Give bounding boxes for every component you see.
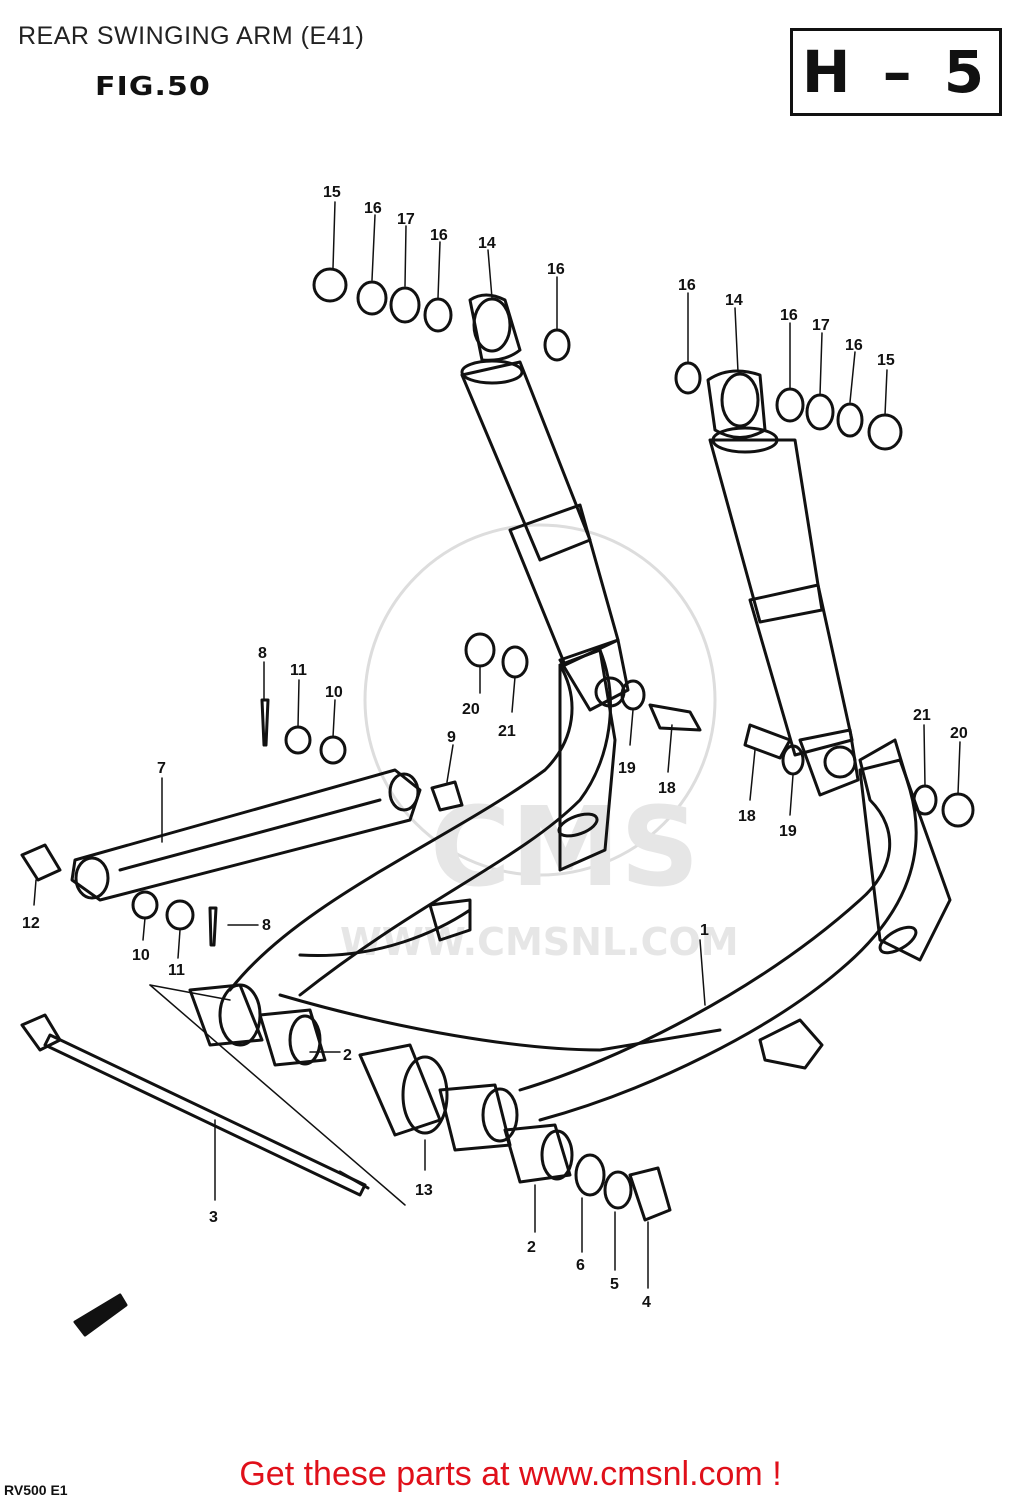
- callout-label: 10: [325, 684, 343, 701]
- left-shock-absorber: [460, 293, 630, 712]
- callout-label: 14: [478, 235, 496, 252]
- callout-label: 19: [618, 760, 636, 777]
- callout-label: 13: [415, 1182, 433, 1199]
- callout-label: 7: [157, 760, 166, 777]
- callout-label: 14: [725, 292, 743, 309]
- pivot-bolt: [20, 1013, 370, 1197]
- swing-arm: [228, 648, 952, 1122]
- callout-label: 8: [262, 917, 271, 934]
- callout-label: 9: [447, 729, 456, 746]
- callout-label: 2: [343, 1047, 352, 1064]
- page-code-box: H – 5: [790, 28, 1002, 116]
- figure-label: FIG.50: [95, 72, 211, 102]
- callout-label: 16: [780, 307, 798, 324]
- callout-label: 16: [678, 277, 696, 294]
- callout-label: 10: [132, 947, 150, 964]
- callout-label: 15: [877, 352, 895, 369]
- callout-label: 17: [397, 211, 415, 228]
- callout-label: 16: [845, 337, 863, 354]
- callout-label: 11: [290, 662, 307, 679]
- watermark-brand: CMS: [430, 783, 699, 911]
- leader-lines: [33, 201, 961, 1289]
- callout-label: 16: [430, 227, 448, 244]
- model-code: RV500 E1: [4, 1482, 68, 1498]
- diagram-title: REAR SWINGING ARM (E41): [18, 22, 365, 50]
- callout-label: 2: [527, 1239, 536, 1256]
- callout-label: 15: [323, 184, 341, 201]
- footer-cta-link[interactable]: Get these parts at www.cmsnl.com !: [239, 1455, 782, 1493]
- callout-label: 16: [364, 200, 382, 217]
- right-shock-absorber: [706, 369, 860, 797]
- callout-label: 18: [738, 808, 756, 825]
- callout-label: 3: [209, 1209, 218, 1226]
- callout-label: 19: [779, 823, 797, 840]
- callout-label: 5: [610, 1276, 619, 1293]
- callout-label: 20: [462, 701, 480, 718]
- callout-label: 4: [642, 1294, 651, 1311]
- upper-right-fasteners: [674, 361, 903, 451]
- callout-label: 12: [22, 915, 40, 932]
- callout-label: 21: [913, 707, 931, 724]
- torque-rod: [20, 768, 422, 902]
- watermark: CMS WWW.CMSNL.COM: [340, 523, 739, 964]
- callout-label: 1: [700, 922, 709, 939]
- callout-label: 11: [168, 962, 185, 979]
- callout-label: 20: [950, 725, 968, 742]
- upper-left-fasteners: [312, 267, 571, 362]
- callout-label: 17: [812, 317, 830, 334]
- front-direction-arrow: [73, 1293, 128, 1337]
- callout-numbers: 1 2 2 3 4 5 6 7 8 8 9 10 10 11 11 12 13 …: [22, 184, 968, 1311]
- callout-label: 18: [658, 780, 676, 797]
- callout-label: 8: [258, 645, 267, 662]
- pivot-assembly: [188, 983, 672, 1222]
- callout-label: 21: [498, 723, 516, 740]
- callout-label: 16: [547, 261, 565, 278]
- callout-label: 6: [576, 1257, 585, 1274]
